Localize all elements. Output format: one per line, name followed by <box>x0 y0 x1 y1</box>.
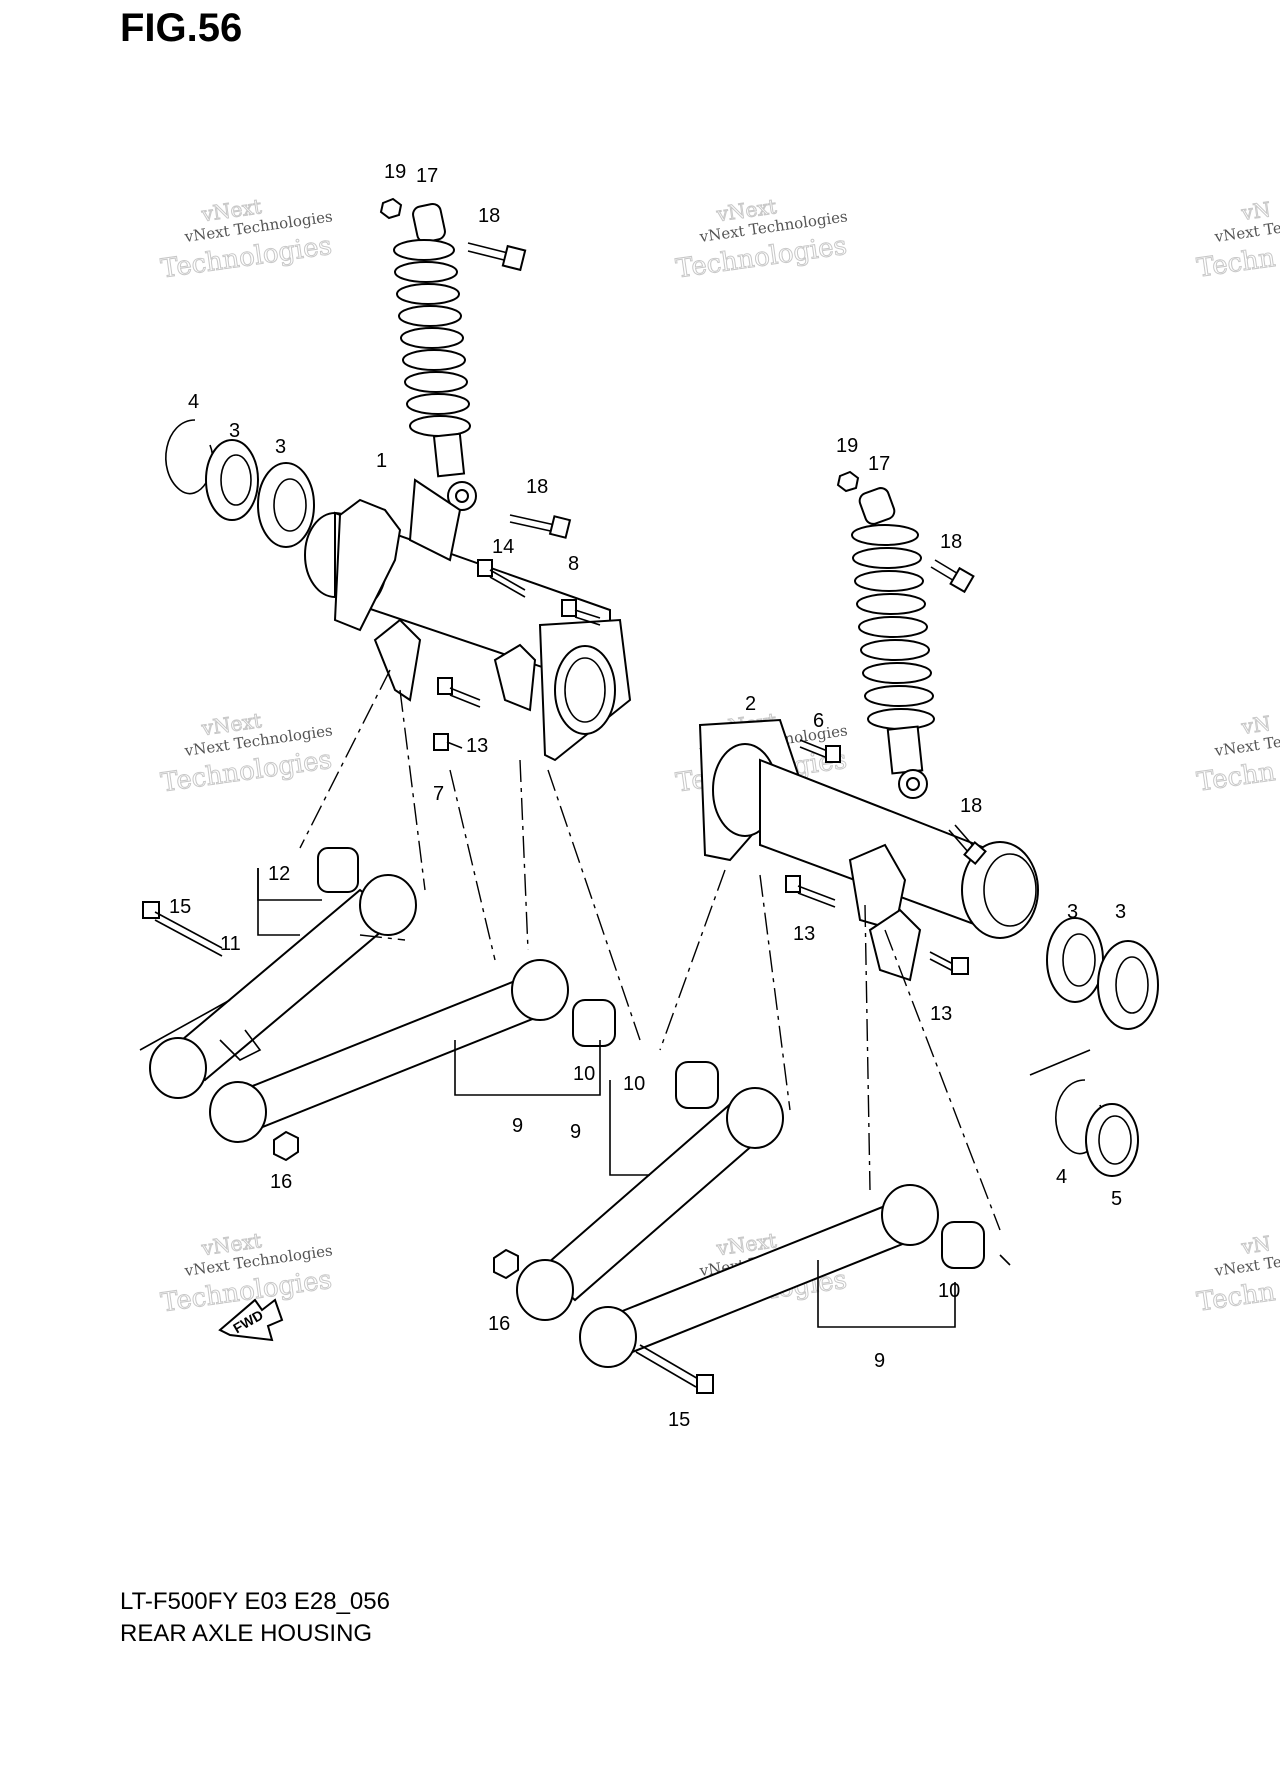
callout-1: 1 <box>376 450 387 472</box>
left-link-nut-16[interactable] <box>273 1130 299 1162</box>
right-shock-absorber[interactable] <box>851 486 935 799</box>
callout-16: 16 <box>488 1313 510 1335</box>
callout-7: 7 <box>433 783 444 805</box>
callout-19: 19 <box>836 435 858 457</box>
watermark-mid-left: vNext vNext Technologies Technologies <box>159 708 335 799</box>
left-bearing-3-outer[interactable] <box>205 439 259 521</box>
right-link-nut-16[interactable] <box>493 1248 519 1280</box>
callout-3: 3 <box>229 420 240 442</box>
left-housing-bolt-18[interactable] <box>509 514 572 539</box>
left-bushing-12[interactable] <box>317 847 359 893</box>
callout-15: 15 <box>668 1409 690 1431</box>
watermark-text: Techn <box>1195 757 1277 798</box>
callout-3: 3 <box>1067 901 1078 923</box>
right-housing-bolt-13-upper[interactable] <box>785 875 836 908</box>
callout-10: 10 <box>938 1280 960 1302</box>
left-guide-lines <box>139 669 641 1051</box>
watermark-text: vNext Te <box>1213 1253 1280 1280</box>
watermark-text: vNext Te <box>1213 733 1280 760</box>
callout-9: 9 <box>874 1350 885 1372</box>
callout-19: 19 <box>384 161 406 183</box>
callout-4: 4 <box>188 391 199 413</box>
callout-9: 9 <box>570 1121 581 1143</box>
watermark-top-left: vNext vNext Technologies Technologies <box>159 194 335 285</box>
callout-18: 18 <box>478 205 500 227</box>
watermark-text: vN <box>1239 711 1272 739</box>
callout-labels: 1 2 3 3 3 3 4 4 5 6 7 8 9 9 9 10 10 10 1… <box>169 161 1126 1431</box>
right-shock-bolt-18-top[interactable] <box>930 559 975 594</box>
callout-17: 17 <box>416 165 438 187</box>
diagram-title: REAR AXLE HOUSING <box>120 1620 373 1647</box>
figure-title: FIG.56 <box>120 6 243 50</box>
callout-10: 10 <box>573 1063 595 1085</box>
callout-14: 14 <box>492 536 514 558</box>
watermark-text: vN <box>1239 197 1272 225</box>
callout-18: 18 <box>940 531 962 553</box>
left-housing-bolt-7[interactable] <box>433 733 463 751</box>
right-axle-housing[interactable] <box>698 718 1039 982</box>
callout-5: 5 <box>1111 1188 1122 1210</box>
watermark-top-center: vNext vNext Technologies Technologies <box>674 194 850 285</box>
callout-12: 12 <box>268 863 290 885</box>
right-bearing-3-inner[interactable] <box>1046 917 1104 1003</box>
watermark-low-right: vN vNext Te Techn <box>1195 1231 1280 1319</box>
watermark-text: vNext Te <box>1213 219 1280 246</box>
callout-3: 3 <box>1115 901 1126 923</box>
left-shock-bolt-18-top[interactable] <box>467 242 527 272</box>
right-housing-bolt-13-lower[interactable] <box>929 951 969 975</box>
right-housing-bolt-18[interactable] <box>948 824 987 866</box>
callout-18: 18 <box>960 795 982 817</box>
callout-9: 9 <box>512 1115 523 1137</box>
watermark-text: Techn <box>1195 1277 1277 1318</box>
right-seal-5[interactable] <box>1085 1103 1139 1177</box>
right-bearing-3-outer[interactable] <box>1097 940 1159 1030</box>
callout-11: 11 <box>220 933 241 955</box>
left-shock-absorber[interactable] <box>393 202 477 511</box>
left-lower-arm-9[interactable] <box>209 959 569 1143</box>
bracket-lines <box>257 868 956 1328</box>
watermark-top-right: vN vNext Te Techn <box>1195 197 1280 285</box>
left-shock-nut-19[interactable] <box>379 197 403 220</box>
callout-17: 17 <box>868 453 890 475</box>
callout-4: 4 <box>1056 1166 1067 1188</box>
callout-3: 3 <box>275 436 286 458</box>
callout-2: 2 <box>745 693 756 715</box>
left-axle-housing[interactable] <box>304 478 632 762</box>
right-housing-bolt-6[interactable] <box>799 739 841 763</box>
left-bearing-3-inner[interactable] <box>257 462 315 548</box>
right-lower-arm-9[interactable] <box>579 1184 939 1368</box>
callout-18: 18 <box>526 476 548 498</box>
left-upper-arm-11[interactable] <box>149 874 417 1099</box>
callout-15: 15 <box>169 896 191 918</box>
left-link-bolt-15[interactable] <box>142 901 223 957</box>
right-bushing-10-lower[interactable] <box>941 1221 985 1269</box>
left-housing-bolt-14[interactable] <box>477 559 526 598</box>
left-housing-bolt-13[interactable] <box>437 677 481 708</box>
callout-13: 13 <box>930 1003 952 1025</box>
right-shock-nut-19[interactable] <box>836 470 860 493</box>
callout-10: 10 <box>623 1073 645 1095</box>
left-bushing-10[interactable] <box>572 999 616 1047</box>
watermark-text: vN <box>1239 1231 1272 1259</box>
model-code: LT-F500FY E03 E28_056 <box>120 1588 390 1615</box>
left-housing-bolt-8[interactable] <box>561 599 601 626</box>
right-bushing-10-upper[interactable] <box>675 1061 719 1109</box>
callout-13: 13 <box>793 923 815 945</box>
watermark-text: Techn <box>1195 243 1277 284</box>
callout-8: 8 <box>568 553 579 575</box>
callout-16: 16 <box>270 1171 292 1193</box>
watermark-low-left: vNext vNext Technologies Technologies <box>159 1228 335 1319</box>
watermark-mid-right: vN vNext Te Techn <box>1195 711 1280 799</box>
callout-13: 13 <box>466 735 488 757</box>
callout-6: 6 <box>813 710 824 732</box>
right-link-bolt-15[interactable] <box>635 1344 714 1394</box>
right-upper-arm-9[interactable] <box>516 1087 784 1321</box>
right-guide-lines <box>659 869 1091 1266</box>
